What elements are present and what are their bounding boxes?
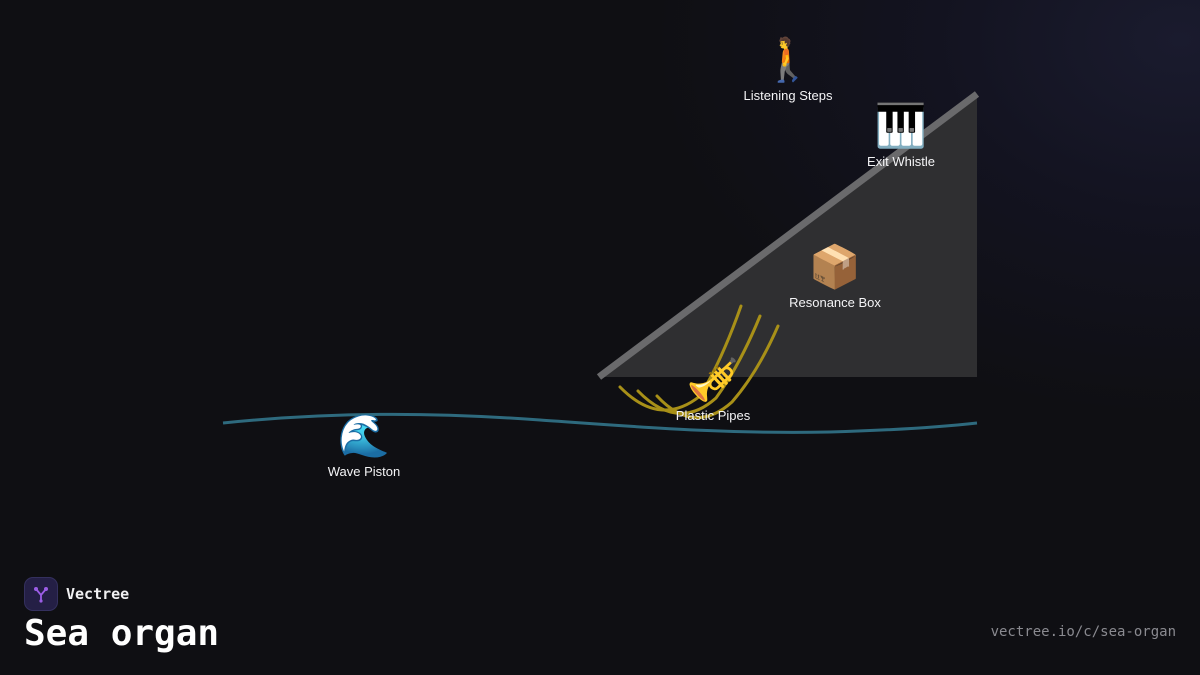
pipe-2: [636, 314, 762, 415]
pipe-1: [618, 304, 743, 412]
sea-water-line: [222, 412, 978, 434]
node-listening-steps: 🚶 Listening Steps: [743, 35, 833, 104]
steps-edge: [596, 91, 980, 380]
brand: Vectree: [24, 577, 129, 611]
page-title: Sea organ: [24, 613, 220, 654]
water-wave-icon: 🌊: [337, 411, 391, 460]
node-wave-piston: 🌊 Wave Piston: [327, 411, 401, 480]
piano-keyboard-icon: 🎹: [874, 101, 928, 150]
node-plastic-pipes: 🎺 Plastic Pipes: [675, 355, 751, 424]
node-exit-whistle: 🎹 Exit Whistle: [867, 101, 935, 170]
brand-name: Vectree: [66, 585, 130, 603]
vectree-logo-icon: [24, 577, 58, 611]
node-label: Wave Piston: [327, 464, 401, 479]
person-walking-icon: 🚶: [761, 35, 815, 84]
tree-branch-icon: [34, 587, 48, 603]
pipe-3: [655, 324, 780, 419]
node-label: Exit Whistle: [867, 154, 935, 169]
package-box-icon: 📦: [808, 242, 862, 291]
trumpet-icon: 🎺: [686, 355, 740, 404]
node-label: Plastic Pipes: [675, 408, 751, 423]
pipe-lines: [618, 304, 780, 419]
node-resonance-box: 📦 Resonance Box: [789, 242, 881, 311]
node-label: Resonance Box: [789, 295, 881, 310]
source-url[interactable]: vectree.io/c/sea-organ: [990, 624, 1176, 640]
node-label: Listening Steps: [743, 88, 833, 103]
